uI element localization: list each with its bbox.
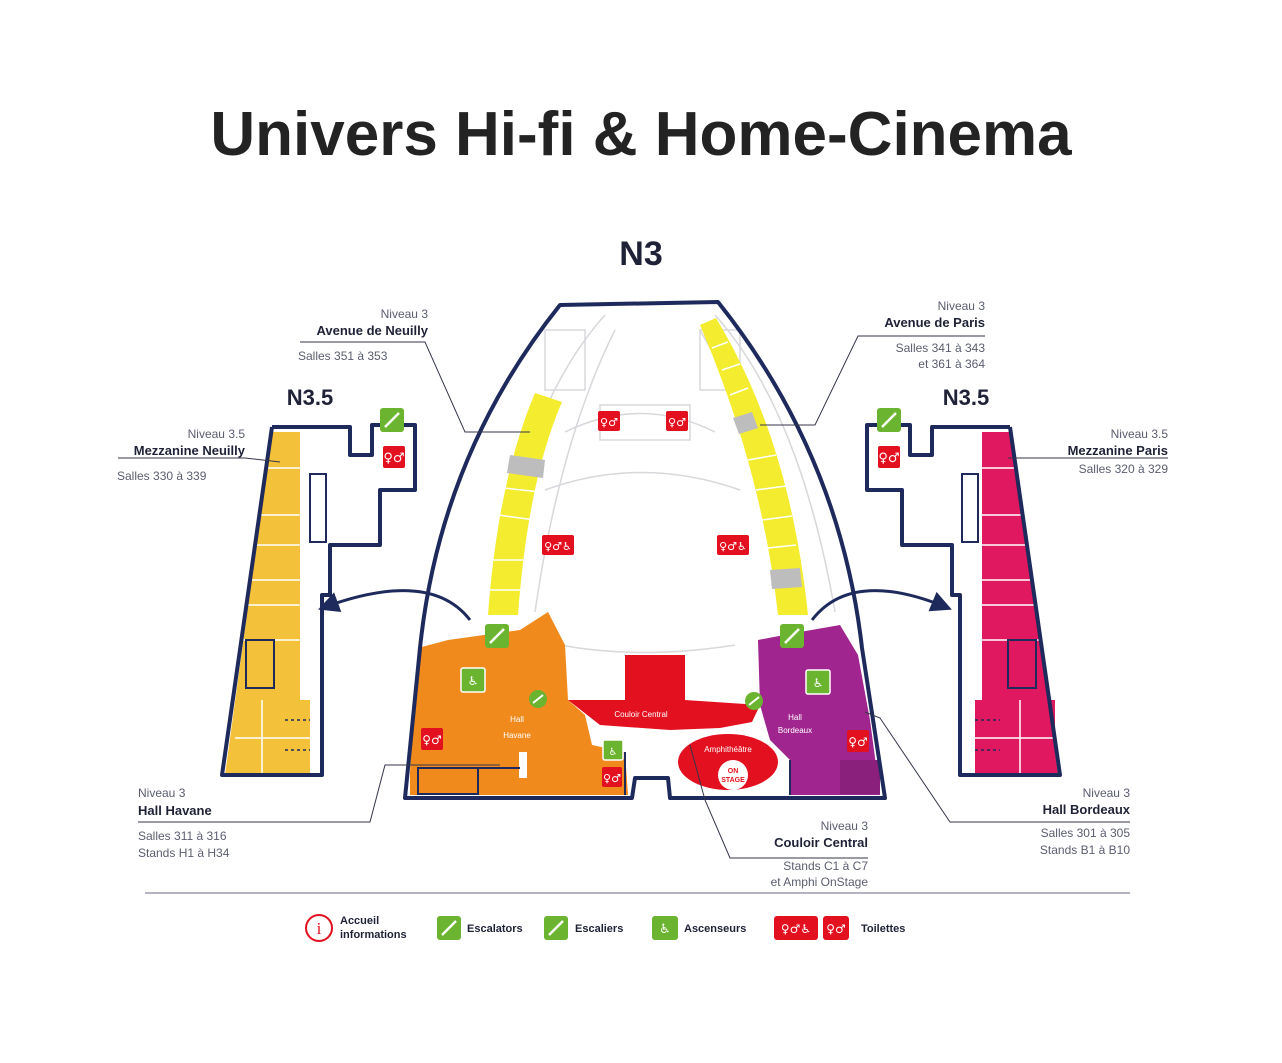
stairs-icon <box>485 624 509 648</box>
callout-level: Niveau 3 <box>138 786 186 800</box>
svg-text:♿: ♿ <box>609 747 618 758</box>
svg-text:♀♂♿: ♀♂♿ <box>544 540 572 553</box>
svg-text:i: i <box>317 919 322 938</box>
callout-name: Avenue de Neuilly <box>317 323 429 338</box>
legend-label: Toilettes <box>861 923 905 935</box>
svg-text:♀♂: ♀♂ <box>878 451 899 466</box>
callout-name: Hall Bordeaux <box>1043 802 1131 817</box>
elevator-icon <box>652 916 678 940</box>
map-label-hall-havane-2: Havane <box>503 731 531 740</box>
map-label-hall-havane-1: Hall <box>510 715 524 724</box>
callout-detail: Stands H1 à H34 <box>138 846 230 860</box>
svg-text:♿: ♿ <box>659 922 671 937</box>
svg-text:♀♂: ♀♂ <box>603 772 621 785</box>
on-stage-logo <box>718 760 748 790</box>
callout-detail: Salles 351 à 353 <box>298 349 388 363</box>
toilets-icon: ♀♂ <box>598 411 620 431</box>
escalator-icon <box>745 692 763 710</box>
svg-text:♿: ♿ <box>468 674 479 688</box>
callout-level: Niveau 3.5 <box>1111 427 1169 441</box>
svg-text:♀♂: ♀♂ <box>668 416 686 429</box>
level-label-right-mezzanine: N3.5 <box>943 385 989 410</box>
svg-text:♿: ♿ <box>813 676 824 690</box>
toilets-icon <box>774 916 818 940</box>
svg-text:♀♂: ♀♂ <box>383 451 404 466</box>
elevator-icon: ♿ <box>460 667 486 693</box>
map-label-hall-bordeaux-1: Hall <box>788 713 802 722</box>
callout-detail: Stands C1 à C7 <box>783 859 868 873</box>
callout-level: Niveau 3 <box>938 299 986 313</box>
svg-text:♀♂: ♀♂ <box>848 735 868 749</box>
legend-item-escalators: Escalators <box>437 916 523 940</box>
callout-name: Hall Havane <box>138 803 212 818</box>
toilets-icon: ♀♂ <box>602 767 622 787</box>
map-label-couloir-central: Couloir Central <box>614 710 668 719</box>
main-building-plan: Hall Havane Hall Bordeaux Couloir Centra… <box>318 300 952 800</box>
mezzanine-neuilly-plan <box>220 423 417 777</box>
leader-lines <box>118 335 1168 859</box>
callout-name: Mezzanine Neuilly <box>134 443 246 458</box>
callout-name: Mezzanine Paris <box>1068 443 1168 458</box>
legend-item-stairs: Escaliers <box>544 916 623 940</box>
legend-label: informations <box>340 929 407 941</box>
callout-detail: et Amphi OnStage <box>771 875 869 889</box>
stairs-icon <box>780 624 804 648</box>
map-label-amphitheatre: Amphithéâtre <box>704 745 752 754</box>
callout-level: Niveau 3.5 <box>188 427 246 441</box>
toilets-icon: ♀♂ <box>383 446 405 468</box>
elevator-icon: ♿ <box>805 669 831 695</box>
svg-text:♀♂♿: ♀♂♿ <box>781 922 811 936</box>
callout-detail: Salles 320 à 329 <box>1079 462 1169 476</box>
toilets-icon: ♀♂ <box>421 728 443 750</box>
legend-label: Accueil <box>340 915 379 927</box>
svg-text:♀♂: ♀♂ <box>422 733 442 747</box>
escalator-icon <box>529 690 547 708</box>
legend-label: Ascenseurs <box>684 923 746 935</box>
legend-item-info: i Accueil informations <box>305 914 407 942</box>
stairs-icon <box>877 408 901 432</box>
level-label-left-mezzanine: N3.5 <box>287 385 333 410</box>
callout-level: Niveau 3 <box>381 307 429 321</box>
svg-text:♀♂: ♀♂ <box>600 416 618 429</box>
callout-level: Niveau 3 <box>1083 786 1131 800</box>
callout-detail: Salles 311 à 316 <box>138 829 227 843</box>
map-icons: ♀♂ ♀♂ ♀♂ ♀♂ ♀♂♿ ♀♂♿ ♀♂ ♀♂ ♀♂ ♿ ♿ ♿ <box>380 408 901 787</box>
svg-text:♀♂: ♀♂ <box>826 922 846 936</box>
callout-detail: Stands B1 à B10 <box>1040 843 1130 857</box>
callout-detail: Salles 301 à 305 <box>1041 826 1131 840</box>
map-label-on-stage-2: STAGE <box>721 777 745 784</box>
toilets-icon: ♀♂ <box>666 411 688 431</box>
toilets-icon: ♀♂ <box>847 730 869 752</box>
toilets-icon: ♀♂♿ <box>542 535 574 555</box>
mezzanine-paris-plan <box>865 423 1062 777</box>
callout-name: Avenue de Paris <box>884 315 985 330</box>
toilets-icon: ♀♂♿ <box>717 535 749 555</box>
legend: i Accueil informations Escalators Escali… <box>305 914 905 942</box>
callout-detail: et 361 à 364 <box>918 357 985 371</box>
callout-detail: Salles 330 à 339 <box>117 469 207 483</box>
legend-item-elevators: ♿ Ascenseurs <box>652 916 746 940</box>
map-label-hall-bordeaux-2: Bordeaux <box>778 726 812 735</box>
callout-name: Couloir Central <box>774 835 868 850</box>
info-icon <box>305 914 333 942</box>
legend-label: Escaliers <box>575 923 623 935</box>
callout-detail: Salles 341 à 343 <box>896 341 986 355</box>
svg-text:♀♂♿: ♀♂♿ <box>719 540 747 553</box>
legend-label: Escalators <box>467 923 523 935</box>
level-label-main: N3 <box>619 235 662 273</box>
map-label-on-stage-1: ON <box>728 768 739 775</box>
legend-item-toilets: ♀♂♿ ♀♂ Toilettes <box>774 916 905 940</box>
stairs-icon <box>380 408 404 432</box>
toilets-icon: ♀♂ <box>878 446 900 468</box>
page-title: Univers Hi-fi & Home-Cinema <box>210 100 1072 169</box>
elevator-icon: ♿ <box>602 739 624 761</box>
callout-level: Niveau 3 <box>821 819 869 833</box>
